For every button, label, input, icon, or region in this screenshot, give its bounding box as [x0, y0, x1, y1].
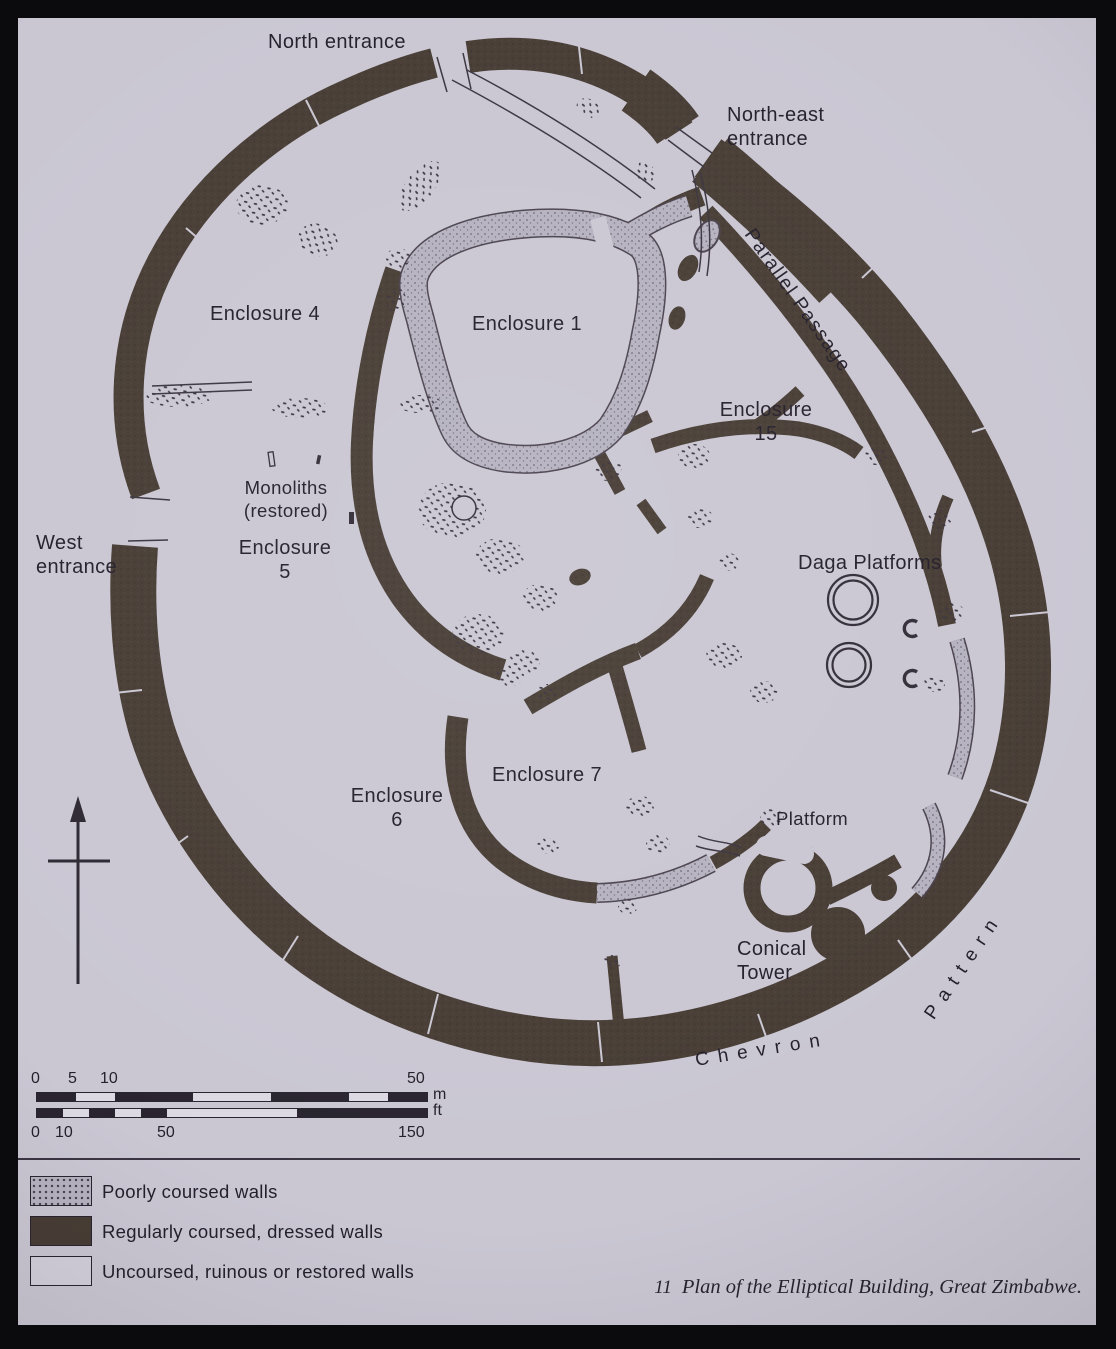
plan-layer: North entrance North-east entrance Paral…: [18, 18, 1096, 1325]
label-enclosure-15: Enclosure 15: [719, 399, 813, 446]
scale-bar-feet: [36, 1108, 428, 1118]
scale-segment: [115, 1093, 193, 1101]
poorly-coursed-walls: [399, 194, 976, 903]
scale-tick-ft: 150: [398, 1124, 425, 1141]
label-conical-tower: Conical Tower: [737, 938, 807, 985]
scale-segment: [271, 1093, 349, 1101]
scale-segment: [349, 1093, 388, 1101]
figure-caption-text: Plan of the Elliptical Building, Great Z…: [681, 1276, 1082, 1298]
scale-unit-m: m: [433, 1086, 447, 1103]
platform-wall: [743, 836, 833, 933]
label-enclosure-6: Enclosure 6: [350, 785, 444, 832]
legend-swatch-regularly-coursed: [30, 1216, 92, 1246]
site-plan-drawing: [48, 37, 1051, 1067]
scale-segment: [63, 1109, 89, 1117]
legend-divider: [18, 1158, 1080, 1160]
outer-wall: [110, 37, 1051, 1067]
enclosure-1-wall: [400, 209, 665, 473]
vegetation-stipple: [144, 98, 964, 969]
scale-segment: [115, 1109, 141, 1117]
scale-bar-meters: [36, 1092, 428, 1102]
scale-segment: [37, 1109, 63, 1117]
scale-segment: [193, 1093, 271, 1101]
scale-tick-ft: 10: [55, 1124, 73, 1141]
label-enclosure-5: Enclosure 5: [238, 537, 332, 584]
scale-segment: [141, 1109, 167, 1117]
legend-swatch-poorly-coursed: [30, 1176, 92, 1206]
label-north-entrance: North entrance: [268, 31, 406, 53]
scale-segment: [89, 1109, 115, 1117]
scale-tick-m: 0: [31, 1070, 40, 1087]
label-enclosure-4: Enclosure 4: [210, 303, 321, 325]
scale-segment: [76, 1093, 115, 1101]
north-arrow: [48, 796, 110, 984]
scale-unit-ft: ft: [433, 1102, 442, 1119]
scale-tick-ft: 50: [157, 1124, 175, 1141]
label-enclosure-7: Enclosure 7: [492, 764, 603, 786]
scale-tick-m: 10: [100, 1070, 118, 1087]
label-enclosure-1: Enclosure 1: [472, 313, 583, 335]
monoliths-marks: [267, 451, 477, 524]
figure-caption-number: 11: [654, 1277, 672, 1298]
scale-tick-m: 50: [407, 1070, 425, 1087]
paper: North entrance North-east entrance Paral…: [18, 18, 1096, 1325]
legend-label-regularly-coursed: Regularly coursed, dressed walls: [102, 1221, 384, 1242]
uncoursed-wall-lines: [127, 52, 743, 857]
conical-tower-shape: [811, 875, 897, 961]
figure-caption: 11 Plan of the Elliptical Building, Great…: [654, 1276, 1082, 1299]
scale-segment: [167, 1109, 297, 1117]
legend-label-poorly-coursed: Poorly coursed walls: [102, 1181, 278, 1202]
scale-segment: [37, 1093, 76, 1101]
label-platform: Platform: [776, 808, 849, 829]
label-west-entrance: West entrance: [36, 532, 118, 579]
wall-seams: [105, 37, 1051, 1063]
daga-platforms-shapes: [825, 573, 918, 689]
scale-tick-m: 5: [68, 1070, 77, 1087]
scale-tick-ft: 0: [31, 1124, 40, 1141]
label-daga-platforms: Daga Platforms: [798, 552, 942, 574]
legend-label-uncoursed: Uncoursed, ruinous or restored walls: [102, 1261, 415, 1282]
scale-segment: [388, 1093, 427, 1101]
label-monoliths: Monoliths (restored): [243, 477, 329, 521]
scale-segment: [297, 1109, 427, 1117]
legend-swatch-uncoursed: [30, 1256, 92, 1286]
label-north-east-entrance: North-east entrance: [727, 104, 825, 151]
